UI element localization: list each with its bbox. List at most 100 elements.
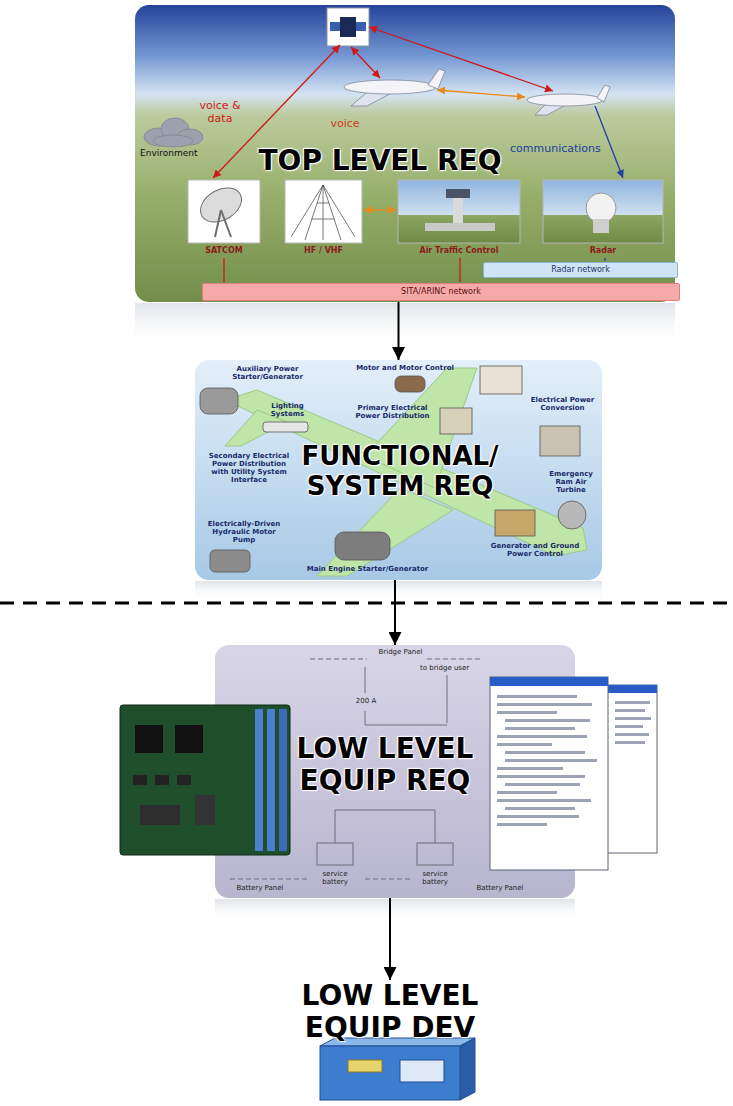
schematic-label: service battery bbox=[410, 870, 460, 886]
schematic-label: Battery Panel bbox=[470, 884, 530, 892]
software-screenshot bbox=[497, 735, 587, 738]
software-screenshot bbox=[497, 799, 591, 802]
software-screenshot bbox=[497, 823, 547, 826]
software-screenshot bbox=[497, 711, 557, 714]
software-screenshot bbox=[505, 783, 580, 786]
flow-arrow bbox=[394, 580, 396, 645]
station-caption: Air Traffic Control bbox=[398, 246, 520, 255]
circuit-board-picture bbox=[135, 725, 163, 753]
software-screenshot bbox=[615, 733, 649, 736]
flow-arrow bbox=[398, 302, 400, 360]
system-panel: FUNCTIONAL/ SYSTEM REQ Auxiliary Power St… bbox=[195, 360, 602, 580]
antenna-tower-icon bbox=[323, 185, 355, 237]
text-holder: Auxiliary Power Starter/Generator bbox=[225, 365, 310, 381]
component-label: Generator and Ground Power Control bbox=[480, 542, 590, 558]
text-holder: Bridge Panel bbox=[373, 648, 428, 656]
level-title: FUNCTIONAL/ SYSTEM REQ bbox=[290, 442, 510, 502]
radio-link-line bbox=[369, 27, 553, 91]
text-holder: Radar bbox=[543, 246, 663, 255]
equipment-box bbox=[400, 1060, 444, 1082]
component-picture bbox=[540, 426, 580, 456]
radio-link-line bbox=[437, 90, 525, 97]
level-title: LOW LEVEL EQUIP REQ bbox=[270, 733, 500, 797]
schematic-label: service battery bbox=[310, 870, 360, 886]
text-holder: Radar network bbox=[484, 263, 677, 277]
text-holder: Electrical Power Conversion bbox=[530, 396, 595, 412]
text-holder: Environment bbox=[140, 148, 210, 158]
text-holder: Motor and Motor Control bbox=[345, 364, 465, 372]
component-label: Electrically-Driven Hydraulic Motor Pump bbox=[203, 520, 285, 544]
software-screenshot bbox=[505, 751, 585, 754]
text-holder: HF / VHF bbox=[285, 246, 362, 255]
wiring-schematic bbox=[365, 711, 366, 725]
aircraft-silhouette bbox=[317, 488, 453, 576]
circuit-board-picture bbox=[120, 705, 290, 855]
control-tower-icon bbox=[446, 189, 470, 198]
component-label: Lighting Systems bbox=[265, 402, 310, 418]
wiring-schematic bbox=[317, 843, 353, 865]
schematic-label: to bridge user bbox=[420, 664, 482, 672]
text-holder: voice bbox=[323, 118, 367, 131]
component-picture bbox=[395, 376, 425, 392]
component-picture bbox=[495, 510, 535, 536]
aircraft-icon bbox=[527, 94, 603, 106]
software-screenshot bbox=[497, 767, 563, 770]
radar-dome-icon bbox=[543, 180, 663, 243]
control-tower-icon bbox=[398, 180, 520, 243]
network-bar: SITA/ARINC network bbox=[202, 283, 680, 301]
text-holder: Battery Panel bbox=[470, 884, 530, 892]
text-holder: Secondary Electrical Power Distribution … bbox=[203, 452, 295, 484]
text-holder: service battery bbox=[310, 870, 360, 886]
software-screenshot bbox=[505, 719, 590, 722]
text-holder: service battery bbox=[410, 870, 460, 886]
top-level-panel: TOP LEVEL REQRadar networkSITA/ARINC net… bbox=[135, 5, 675, 302]
station-caption: Radar bbox=[543, 246, 663, 255]
radar-dome-icon bbox=[593, 219, 609, 233]
wiring-schematic bbox=[427, 659, 480, 660]
antenna-tower-icon bbox=[317, 203, 329, 204]
wiring-schematic bbox=[365, 725, 447, 726]
text-holder: TOP LEVEL REQ bbox=[240, 145, 520, 177]
antenna-tower-icon bbox=[285, 180, 362, 243]
radio-link-line bbox=[351, 47, 380, 78]
boundary-dashed-line bbox=[0, 602, 733, 605]
antenna-tower-icon bbox=[323, 185, 324, 240]
schematic-label: 200 A bbox=[350, 697, 382, 705]
software-screenshot bbox=[497, 703, 592, 706]
software-screenshot bbox=[490, 677, 657, 870]
text-holder: Battery Panel bbox=[230, 884, 290, 892]
software-screenshot bbox=[497, 791, 557, 794]
software-screenshot bbox=[497, 695, 651, 826]
antenna-tower-icon bbox=[291, 185, 355, 240]
text-holder: communications bbox=[510, 143, 610, 156]
wiring-schematic bbox=[310, 659, 367, 660]
circuit-board-picture bbox=[177, 775, 191, 785]
circuit-board-picture bbox=[175, 725, 203, 753]
component-picture bbox=[200, 366, 586, 572]
aircraft-icon bbox=[344, 80, 436, 94]
satellite-icon bbox=[330, 22, 340, 31]
cloud-icon bbox=[144, 118, 203, 147]
antenna-tower-icon bbox=[323, 185, 341, 240]
software-screenshot bbox=[615, 725, 643, 728]
software-screenshot bbox=[490, 677, 608, 686]
component-picture bbox=[200, 388, 238, 414]
antenna-tower-icon bbox=[312, 219, 334, 220]
software-screenshot bbox=[497, 815, 579, 818]
environment-label: Environment bbox=[140, 148, 210, 158]
software-screenshot bbox=[505, 727, 575, 730]
software-screenshot bbox=[505, 807, 575, 810]
link-label: voice & data bbox=[198, 100, 242, 125]
wiring-schematic bbox=[365, 879, 410, 880]
radio-link-line bbox=[595, 106, 623, 178]
panel-ground bbox=[195, 360, 602, 580]
aircraft-icon bbox=[428, 69, 445, 89]
equipment-box bbox=[320, 1046, 460, 1100]
radio-link-line bbox=[604, 258, 605, 261]
text-holder: Main Engine Starter/Generator bbox=[295, 565, 440, 573]
software-screenshot bbox=[615, 709, 645, 712]
wiring-schematic bbox=[230, 879, 310, 880]
radio-link-line bbox=[213, 27, 623, 282]
wiring-schematic bbox=[435, 810, 436, 843]
antenna-tower-icon bbox=[285, 180, 362, 243]
